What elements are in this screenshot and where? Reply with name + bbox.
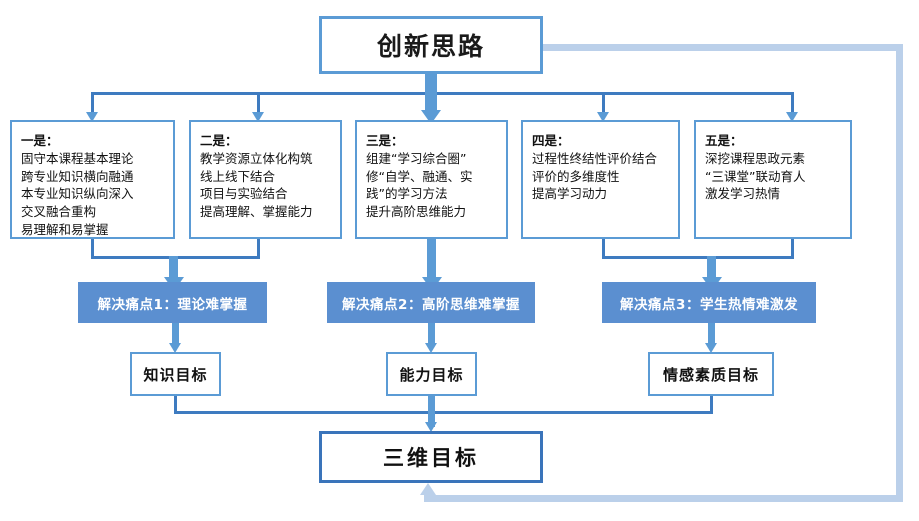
goal3-down-stub (710, 396, 713, 413)
idea5-down-stub (791, 239, 794, 258)
idea2-down-stub (257, 239, 260, 258)
idea-box-5-text: 五是： 深挖课程思政元素 “三课堂”联动育人 激发学习热情 (705, 132, 805, 203)
bus-arrow-icon-4 (597, 112, 609, 122)
bus-arrow-icon-2 (252, 112, 264, 122)
bus-arrow-icon-5 (786, 112, 798, 122)
idea-box-2-body: 教学资源立体化构筑 线上线下结合 项目与实验结合 提高理解、掌握能力 (200, 150, 313, 219)
pain-point-box-2[interactable]: 解决痛点2：高阶思维难掌握 (327, 282, 535, 323)
idea-box-1-body: 固守本课程基本理论 跨专业知识横向融通 本专业知识纵向深入 交叉融合重构 易理解… (21, 150, 134, 237)
pain1-feed-stem (169, 256, 178, 281)
goal-box-ability[interactable]: 能力目标 (386, 352, 477, 396)
title-box-label: 创新思路 (376, 32, 485, 61)
idea-box-2-head: 二是： (200, 133, 238, 148)
bus-drop-5 (791, 92, 794, 115)
idea-box-2-text: 二是： 教学资源立体化构筑 线上线下结合 项目与实验结合 提高理解、掌握能力 (200, 132, 313, 221)
idea-box-1-text: 一是： 固守本课程基本理论 跨专业知识横向融通 本专业知识纵向深入 交叉融合重构 … (21, 132, 134, 239)
pain3-feed-stem (707, 256, 716, 281)
final-feed-stem (428, 396, 435, 427)
idea-box-5-head: 五是： (705, 133, 743, 148)
final-arrow-icon (425, 422, 437, 432)
goal1-down-stub (174, 396, 177, 413)
goal1-feed-stem (172, 323, 179, 346)
idea-box-4[interactable]: 四是： 过程性终结性评价结合 评价的多维度性 提高学习动力 (521, 120, 680, 239)
idea4-down-stub (602, 239, 605, 258)
feedback-loop-arrow-icon (420, 483, 436, 495)
pain-point-box-3[interactable]: 解决痛点3：学生热情难激发 (602, 282, 816, 323)
title-to-bus-stem (425, 74, 437, 92)
pain-point-2-label: 解决痛点2：高阶思维难掌握 (342, 296, 520, 313)
goal3-arrow-icon (705, 343, 717, 353)
bus-drop-4 (602, 92, 605, 115)
goal-box-emotion-quality[interactable]: 情感素质目标 (648, 352, 774, 396)
idea-box-5[interactable]: 五是： 深挖课程思政元素 “三课堂”联动育人 激发学习热情 (694, 120, 852, 239)
pain3-merge-bus (602, 256, 794, 259)
idea-box-4-head: 四是： (532, 133, 570, 148)
goal-box-knowledge[interactable]: 知识目标 (130, 352, 221, 396)
bus-arrow-icon-1 (86, 112, 98, 122)
idea-box-4-text: 四是： 过程性终结性评价结合 评价的多维度性 提高学习动力 (532, 132, 657, 203)
idea-box-5-body: 深挖课程思政元素 “三课堂”联动育人 激发学习热情 (705, 150, 806, 202)
feedback-loop-top-segment (538, 44, 903, 51)
goal1-arrow-icon (169, 343, 181, 353)
final-goal-box-label: 三维目标 (383, 446, 479, 470)
idea-box-2[interactable]: 二是： 教学资源立体化构筑 线上线下结合 项目与实验结合 提高理解、掌握能力 (189, 120, 342, 239)
goal-box-emotion-quality-label: 情感素质目标 (662, 365, 759, 384)
idea1-down-stub (91, 239, 94, 258)
title-box[interactable]: 创新思路 (319, 16, 543, 74)
goal3-feed-stem (708, 323, 715, 346)
final-merge-bus (174, 411, 713, 414)
pain-point-1-label: 解决痛点1：理论难掌握 (97, 296, 248, 313)
idea-box-3-body: 组建“学习综合圈” 修“自学、融通、实 践”的学习方法 提升高阶思维能力 (366, 150, 473, 219)
idea-box-1[interactable]: 一是： 固守本课程基本理论 跨专业知识横向融通 本专业知识纵向深入 交叉融合重构 … (10, 120, 175, 239)
idea-box-3[interactable]: 三是： 组建“学习综合圈” 修“自学、融通、实 践”的学习方法 提升高阶思维能力 (355, 120, 508, 239)
goal-box-knowledge-label: 知识目标 (143, 365, 208, 384)
final-goal-box[interactable]: 三维目标 (319, 431, 543, 483)
goal2-feed-stem (428, 323, 435, 346)
feedback-loop-bottom-segment (424, 495, 903, 502)
pain-point-3-label: 解决痛点3：学生热情难激发 (620, 296, 798, 313)
top-distribution-bus (92, 92, 794, 95)
idea-box-3-head: 三是： (366, 133, 404, 148)
pain2-feed-stem (427, 239, 436, 281)
goal2-arrow-icon (425, 343, 437, 353)
goal-box-ability-label: 能力目标 (399, 365, 464, 384)
feedback-loop-right-segment (896, 44, 903, 502)
idea-box-1-head: 一是： (21, 133, 59, 148)
bus-drop-1 (91, 92, 94, 115)
idea-box-3-text: 三是： 组建“学习综合圈” 修“自学、融通、实 践”的学习方法 提升高阶思维能力 (366, 132, 472, 221)
bus-drop-2 (257, 92, 260, 115)
pain-point-box-1[interactable]: 解决痛点1：理论难掌握 (78, 282, 267, 323)
idea-box-4-body: 过程性终结性评价结合 评价的多维度性 提高学习动力 (532, 150, 658, 202)
bus-drop-3 (425, 92, 437, 114)
